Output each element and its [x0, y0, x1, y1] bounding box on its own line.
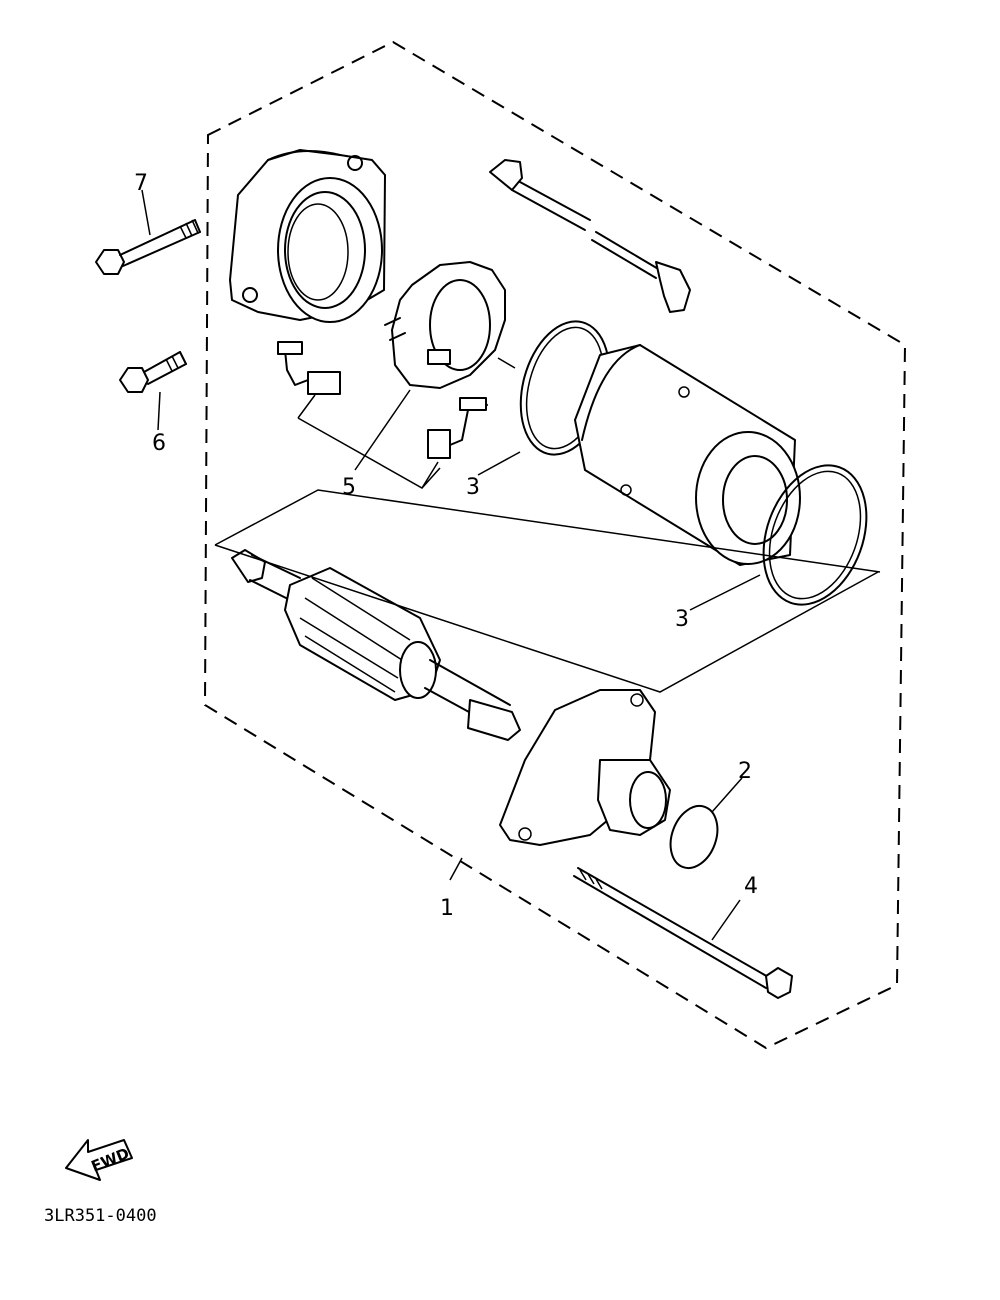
item-5-bracket	[297, 394, 441, 489]
leader-3-left	[477, 451, 521, 476]
leader-6	[157, 391, 161, 431]
front-cover	[499, 689, 671, 846]
callout-5: 5	[342, 475, 356, 500]
assembly-boundary	[203, 40, 907, 1050]
lead-wire	[489, 159, 691, 313]
bolt-7	[95, 219, 201, 275]
callout-1: 1	[440, 896, 454, 921]
o-ring-3-right	[762, 464, 868, 606]
diagram-code: 3LR351-0400	[44, 1206, 157, 1226]
leader-1	[449, 857, 463, 881]
bolt-6	[119, 351, 187, 393]
o-ring-2	[669, 805, 719, 869]
callout-3-left: 3	[466, 475, 480, 500]
callout-4: 4	[744, 874, 758, 899]
callout-7: 7	[134, 171, 148, 196]
leader-3-right	[689, 574, 761, 611]
yoke-housing	[574, 344, 801, 566]
fwd-arrow: FWD	[65, 1139, 133, 1181]
leader-4	[711, 899, 741, 941]
brush-left	[277, 341, 341, 395]
armature	[231, 549, 521, 741]
brush-lower	[427, 397, 488, 459]
callout-3-right: 3	[675, 607, 689, 632]
armature-bracket	[214, 489, 881, 693]
leader-7	[141, 189, 151, 236]
rear-cover	[229, 149, 386, 323]
brush-holder-plate	[384, 261, 506, 389]
callout-6: 6	[152, 431, 166, 456]
leader-2	[711, 777, 743, 813]
callout-2: 2	[738, 759, 752, 784]
through-bolt-4	[573, 867, 793, 999]
leader-5	[354, 389, 411, 471]
